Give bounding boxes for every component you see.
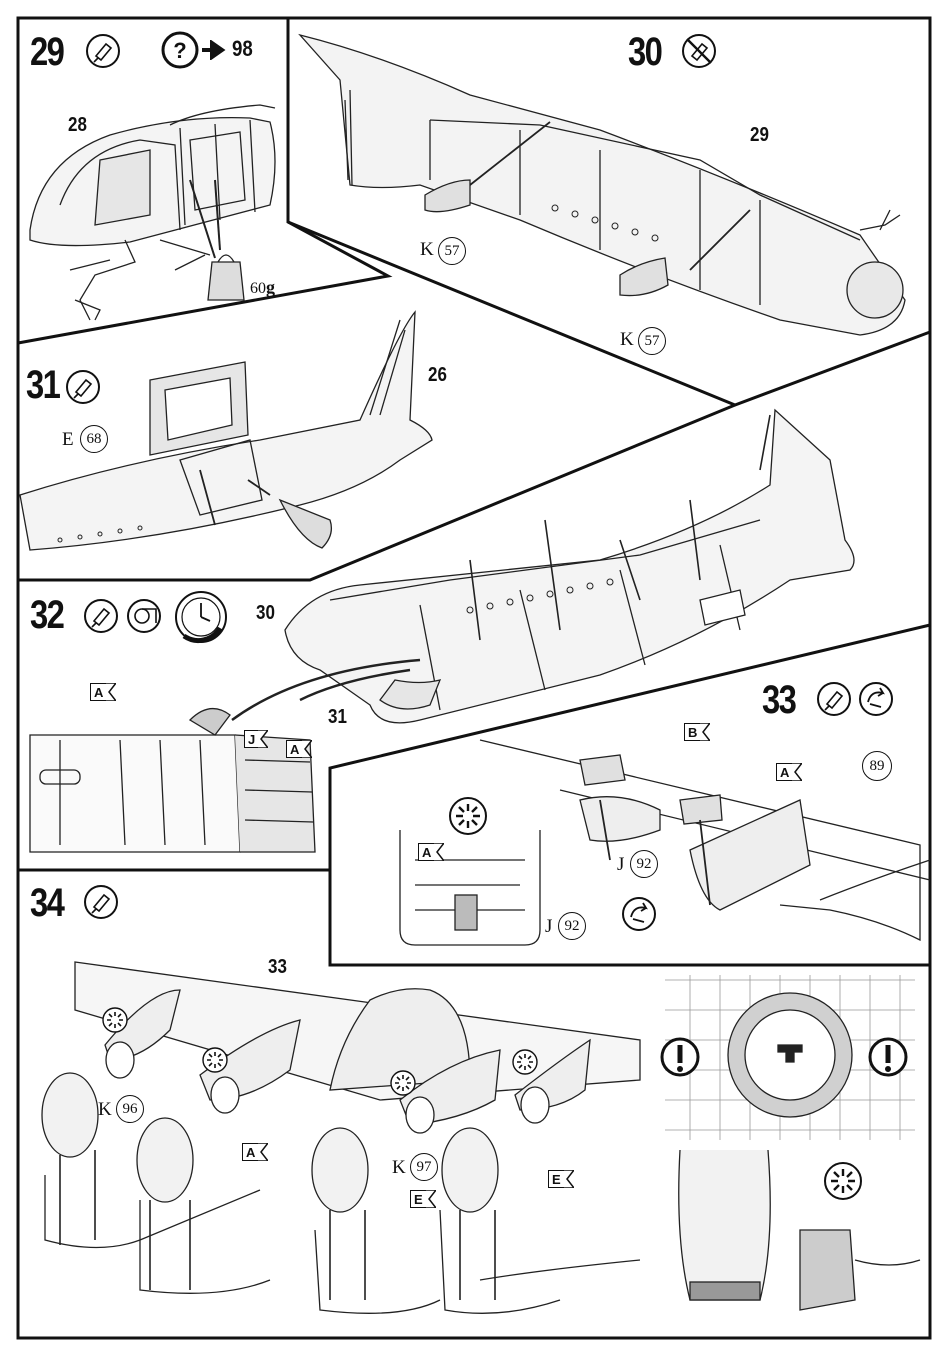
step-34-drawing — [42, 962, 920, 1313]
sprue-k-label-34b: K — [392, 1158, 406, 1177]
color-tag-a2: A — [286, 740, 312, 758]
glue-icon-33 — [815, 680, 853, 718]
color-tag-e: E — [410, 1190, 436, 1208]
step-32-number: 32 — [30, 595, 63, 635]
part-92-badge-2: 92 — [558, 912, 586, 940]
no-glue-icon — [680, 32, 718, 70]
rotate-icon-small — [620, 895, 658, 933]
asterisk-icon-2 — [200, 1045, 230, 1075]
step-34-number: 34 — [30, 883, 63, 923]
asterisk-icon-1 — [100, 1005, 130, 1035]
glue-icon-32 — [82, 597, 120, 635]
sprue-e-label: E — [62, 430, 74, 449]
sprue-k-label-a: K — [420, 240, 434, 259]
part-97-badge: 97 — [410, 1153, 438, 1181]
part-57-a-badge: 57 — [438, 237, 466, 265]
part-26-label: 26 — [428, 365, 447, 385]
part-33-label: 33 — [268, 957, 287, 977]
part-89-badge: 89 — [862, 751, 892, 781]
color-tag-j: J — [244, 730, 268, 748]
warning-icon-left — [660, 1035, 700, 1079]
svg-text:?: ? — [173, 38, 186, 63]
step-29-number: 29 — [30, 32, 63, 72]
color-tag-a-34: A — [242, 1143, 268, 1161]
step-30-number: 30 — [628, 32, 661, 72]
part-28-label: 28 — [68, 115, 87, 135]
sprue-k-label-34: K — [98, 1100, 112, 1119]
clock-icon — [170, 588, 232, 646]
part-30-label: 30 — [256, 603, 275, 623]
sprue-k-label-b: K — [620, 330, 634, 349]
part-29-label: 29 — [750, 125, 769, 145]
part-96-badge: 96 — [116, 1095, 144, 1123]
glue-icon — [84, 32, 122, 70]
color-tag-a: A — [90, 683, 116, 701]
step-30-drawing — [300, 35, 905, 335]
color-tag-e2: E — [548, 1170, 574, 1188]
color-tag-a-33-detail: A — [418, 843, 444, 861]
part-68-badge: 68 — [80, 425, 108, 453]
sprue-j-label: J — [617, 855, 624, 874]
part-92-badge: 92 — [630, 850, 658, 878]
color-tag-b: B — [684, 723, 710, 741]
step-29-drawing — [30, 105, 275, 320]
step-33-number: 33 — [762, 680, 795, 720]
rotate-icon — [857, 680, 895, 718]
part-57-b-badge: 57 — [638, 327, 666, 355]
sprue-j-label-2: J — [545, 917, 552, 936]
arrow-right-icon — [200, 40, 230, 60]
asterisk-icon-5 — [822, 1160, 864, 1202]
warning-icon-right — [868, 1035, 908, 1079]
step-33-drawing — [400, 740, 930, 945]
question-icon: ? — [160, 30, 200, 70]
step-31-number: 31 — [26, 365, 59, 405]
part-31-label: 31 — [328, 707, 347, 727]
reference-step-number: 98 — [232, 38, 253, 60]
glue-icon-34 — [82, 883, 120, 921]
glue-icon-31 — [64, 368, 102, 406]
tape-icon — [124, 597, 164, 635]
asterisk-icon-3 — [388, 1068, 418, 1098]
color-tag-a-33: A — [776, 763, 802, 781]
weight-label: 60g — [250, 278, 275, 297]
asterisk-icon-4 — [510, 1047, 540, 1077]
asterisk-icon — [447, 795, 489, 837]
